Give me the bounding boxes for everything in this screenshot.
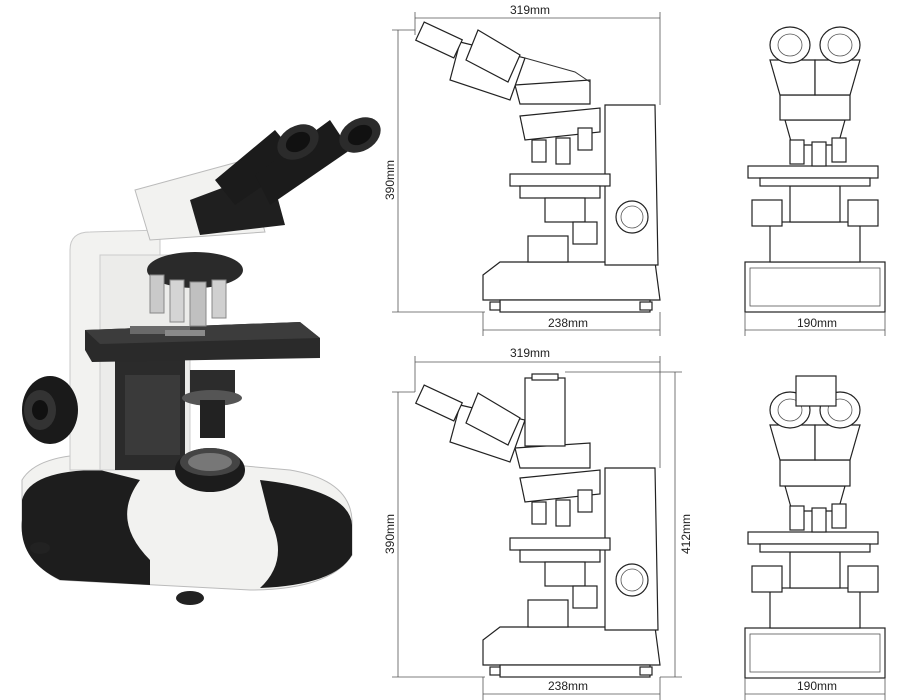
side-view-trinocular-drawing	[414, 373, 661, 678]
dim-top-height-label: 390mm	[383, 160, 397, 200]
dimension-lines-top	[392, 12, 886, 336]
dim-bottom-height-left-label: 390mm	[383, 514, 397, 554]
front-view-trinocular-drawing	[744, 375, 886, 679]
dim-top-base-label: 238mm	[548, 316, 588, 330]
dimension-lines-bottom	[392, 356, 886, 700]
dim-bottom-height-right-label: 412mm	[679, 514, 693, 554]
front-view-binocular-drawing	[744, 26, 886, 313]
dim-bottom-width-label: 319mm	[510, 346, 550, 360]
side-view-binocular-drawing	[414, 21, 661, 313]
dim-bottom-base-label: 238mm	[548, 679, 588, 693]
dim-bottom-front-label: 190mm	[797, 679, 837, 693]
dim-top-front-label: 190mm	[797, 316, 837, 330]
microscope-photo	[21, 117, 381, 605]
dim-top-width-label: 319mm	[510, 3, 550, 17]
